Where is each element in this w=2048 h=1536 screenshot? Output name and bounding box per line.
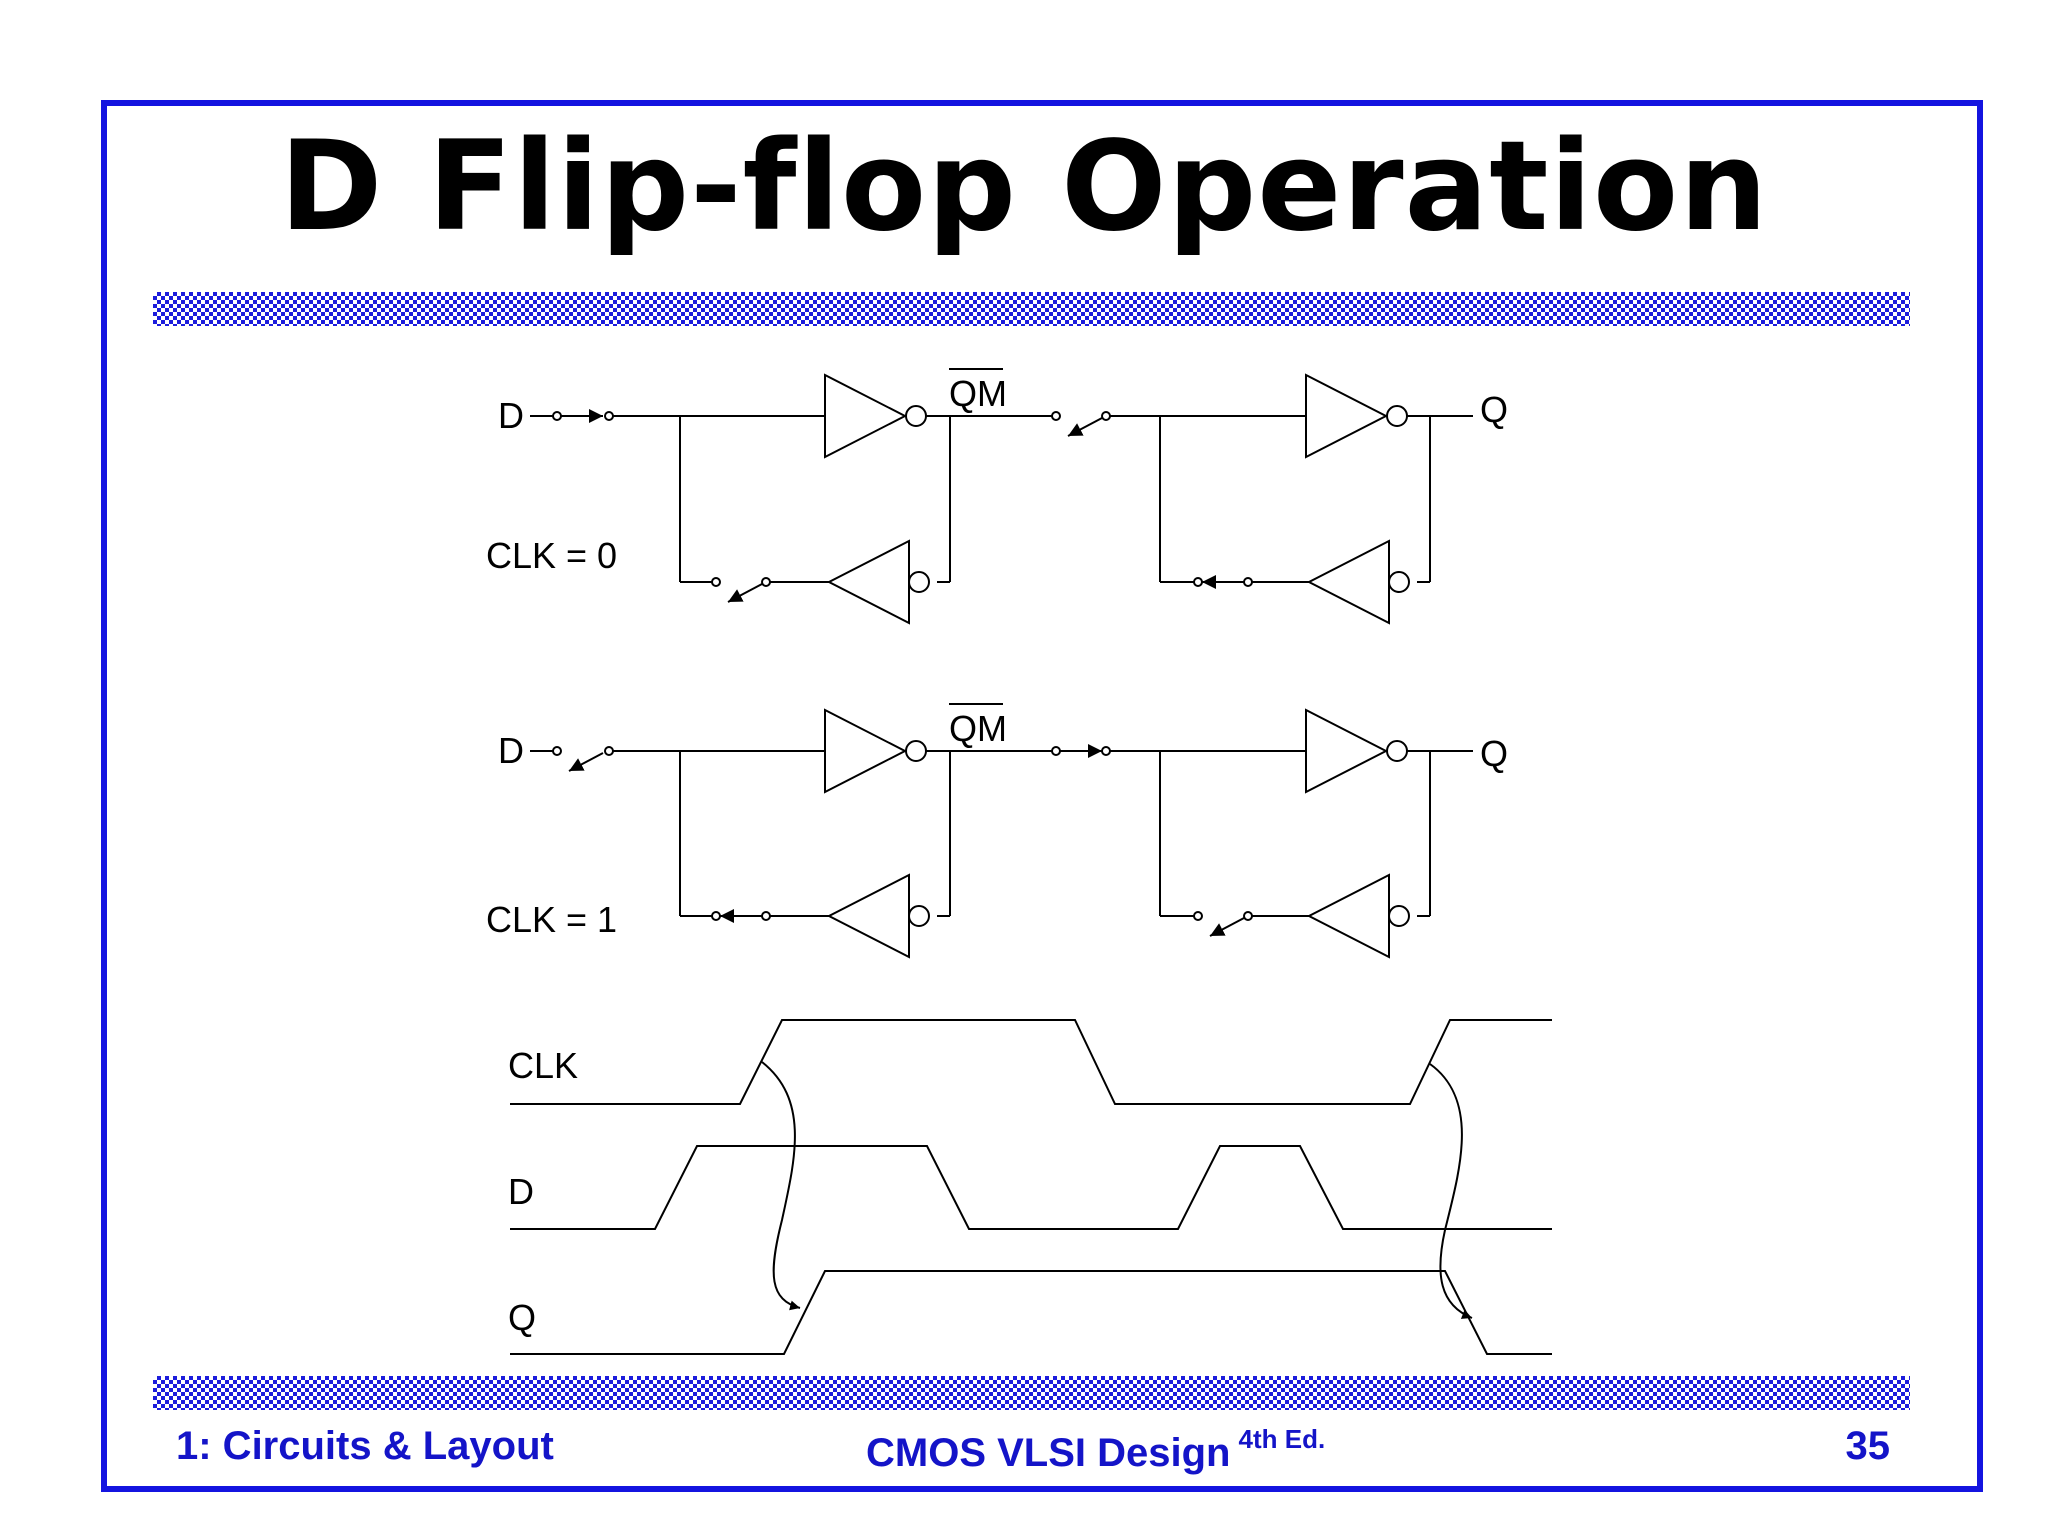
top-checker-band [153, 292, 1910, 326]
slave-input-switch-open [1067, 417, 1103, 437]
bottom-checker-band [153, 1376, 1910, 1410]
circuit2-qm-label: QM [949, 708, 1007, 749]
footer-chapter: 1: Circuits & Layout [176, 1424, 554, 1468]
master-feedback-inverter [826, 539, 910, 625]
circuit1-qm-label: QM [949, 373, 1007, 414]
q-waveform [510, 1270, 1552, 1355]
circuit2-q-label: Q [1480, 733, 1508, 774]
clk-to-q-arrow-rise [761, 1061, 801, 1311]
circuit1-q-label: Q [1480, 389, 1508, 430]
slave-feedback-switch-open [1209, 917, 1245, 937]
footer-edition: 4th Ed. [1238, 1424, 1326, 1454]
timing-q-label: Q [508, 1297, 536, 1338]
clk-waveform [510, 1019, 1552, 1105]
master-feedback-switch-open [727, 583, 763, 603]
timing-d-label: D [508, 1171, 534, 1212]
master-feedback-inverter-2 [826, 873, 910, 959]
slave-feedback-inverter-2 [1306, 873, 1390, 959]
slave-forward-inverter [1305, 373, 1389, 459]
circuit-clk1: D QM Q C [486, 703, 1508, 959]
master-input-switch-open [568, 752, 604, 772]
footer-page-number: 35 [1845, 1424, 1891, 1468]
circuit2-d-label: D [498, 730, 524, 771]
slide-frame [101, 100, 1983, 1492]
slave-feedback-inverter [1306, 539, 1390, 625]
timing-clk-label: CLK [508, 1045, 578, 1086]
circuit1-d-label: D [498, 395, 524, 436]
slide-title: D Flip-flop Operation [279, 115, 1769, 259]
timing-diagram: CLK D Q [508, 1019, 1552, 1355]
circuit1-clk-label: CLK = 0 [486, 535, 617, 576]
master-forward-inverter-2 [824, 708, 908, 794]
clk-to-q-arrow-fall [1429, 1063, 1473, 1319]
slave-forward-inverter-2 [1305, 708, 1389, 794]
circuit-clk0: D QM Q C [486, 368, 1508, 625]
master-forward-inverter [824, 373, 908, 459]
d-waveform [510, 1145, 1552, 1230]
circuit2-clk-label: CLK = 1 [486, 899, 617, 940]
footer-book-name: CMOS VLSI Design [866, 1431, 1231, 1475]
